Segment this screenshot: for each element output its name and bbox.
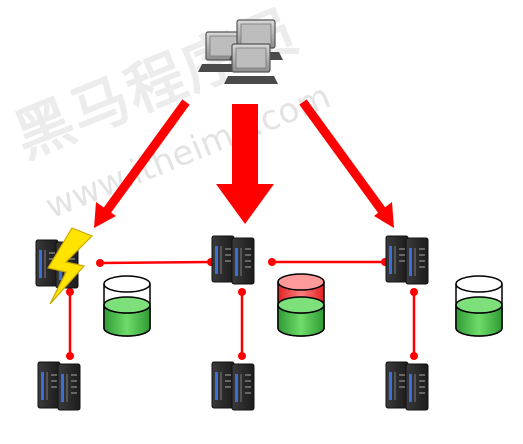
server-icon	[211, 361, 255, 411]
server-right	[385, 235, 429, 285]
request-arrows	[94, 99, 394, 228]
db-center	[277, 273, 325, 337]
network-links	[68, 260, 416, 356]
database-icon	[103, 275, 151, 337]
db-right	[455, 275, 503, 337]
arrow-center	[216, 104, 274, 224]
server-left-bottom	[37, 361, 81, 411]
server-icon	[211, 235, 255, 285]
server-icon	[385, 361, 429, 411]
arrow-left	[94, 99, 190, 228]
server-center-bottom	[211, 361, 255, 411]
server-icon	[37, 361, 81, 411]
computer-icon	[223, 43, 279, 85]
database-icon	[277, 273, 325, 337]
server-icon	[385, 235, 429, 285]
arrow-right	[299, 99, 394, 228]
client-computers	[197, 19, 284, 85]
server-right-bottom	[385, 361, 429, 411]
lightning-icon	[47, 227, 94, 305]
db-left	[103, 275, 151, 337]
database-icon	[455, 275, 503, 337]
server-center	[211, 235, 255, 285]
